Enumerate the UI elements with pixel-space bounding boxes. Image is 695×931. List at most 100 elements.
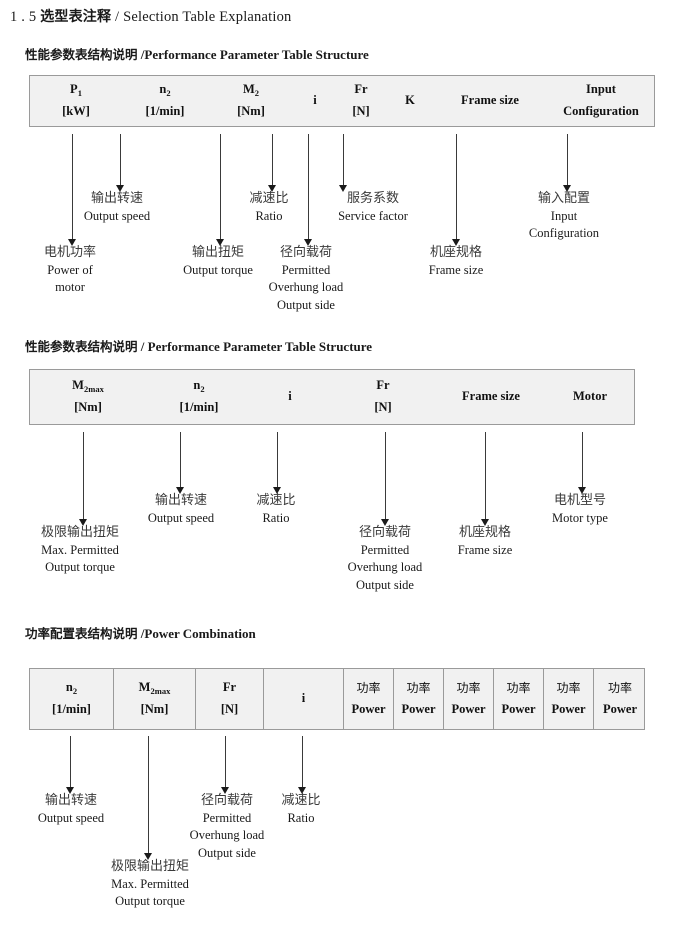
table2-col-m2max-unit: [Nm]	[74, 400, 102, 414]
annotation-output-speed-1-cn: 输出转速	[90, 191, 143, 206]
page-title-number: 1 . 5	[10, 9, 37, 25]
arrow-to-max-output-torque-3	[144, 736, 153, 860]
annotation-power-of-motor-1-cn: 电机功率	[43, 245, 96, 260]
table3-col-power-6-en: Power	[602, 701, 637, 716]
table1-col-p1-unit: [kW]	[62, 104, 90, 118]
annotation-motor-type-2: 电机型号 Motor type	[528, 492, 632, 527]
table3-col-power-1-en: Power	[351, 701, 386, 716]
table2-col-frame-size-symbol: Frame size	[462, 389, 520, 404]
table3-col-power-4-en: Power	[501, 701, 536, 716]
section-heading-3-sep: /	[140, 626, 145, 641]
arrow-to-frame-size-2	[481, 432, 490, 526]
table3-col-i: i	[264, 669, 344, 729]
table3-col-m2max-unit: [Nm]	[140, 702, 169, 716]
annotation-output-speed-3: 输出转速 Output speed	[16, 792, 126, 827]
table1-col-k: K	[386, 76, 434, 126]
table2-col-fr-symbol: Fr	[376, 378, 390, 393]
annotation-output-speed-2-en-0: Output speed	[147, 510, 215, 525]
table1-col-m2-unit: [Nm]	[237, 104, 265, 118]
annotation-motor-type-2-en-0: Motor type	[552, 510, 608, 525]
arrow-to-motor-type-2	[578, 432, 587, 494]
section-heading-2-sep: /	[140, 339, 145, 354]
arrow-to-power-of-motor-1	[68, 134, 77, 246]
table2-col-i: i	[252, 370, 328, 424]
performance-parameter-table-1: P1 [kW] n2 [1/min] M2 [Nm] i Fr [N] K Fr…	[29, 75, 655, 127]
table2-col-motor-symbol: Motor	[572, 389, 607, 404]
table1-col-fr-unit: [N]	[352, 104, 370, 118]
arrow-to-service-factor-1	[339, 134, 348, 192]
annotation-output-speed-1-en-0: Output speed	[83, 208, 151, 223]
table3-col-power-6-cn: 功率	[607, 680, 632, 695]
annotation-overhung-load-2-en-2: Output side	[356, 578, 414, 593]
annotation-ratio-3-cn: 减速比	[281, 793, 321, 808]
table3-col-power-2: 功率 Power	[394, 669, 444, 729]
annotation-overhung-load-3: 径向载荷 Permitted Overhung load Output side	[172, 792, 282, 863]
table3-col-i-symbol: i	[301, 691, 306, 706]
table3-col-power-4-cn: 功率	[506, 680, 531, 695]
table3-col-power-6: 功率 Power	[594, 669, 646, 729]
table1-col-frame-size-symbol: Frame size	[461, 93, 519, 108]
annotation-ratio-1-en-0: Ratio	[255, 208, 283, 223]
arrow-to-ratio-3	[298, 736, 307, 794]
annotation-ratio-1-cn: 减速比	[249, 191, 289, 206]
annotation-frame-size-2-en-0: Frame size	[457, 542, 513, 557]
annotation-overhung-load-1-en-1: Overhung load	[268, 280, 344, 295]
annotation-max-output-torque-3-cn: 极限输出扭矩	[110, 859, 189, 874]
annotation-frame-size-1-cn: 机座规格	[429, 245, 482, 260]
annotation-output-speed-2: 输出转速 Output speed	[126, 492, 236, 527]
section-heading-1-sep: /	[140, 47, 145, 62]
annotation-output-torque-1-en-0: Output torque	[183, 262, 253, 277]
annotation-output-torque-1-cn: 输出扭矩	[191, 245, 244, 260]
performance-parameter-table-2: M2max [Nm] n2 [1/min] i Fr [N] Frame siz…	[29, 369, 635, 425]
annotation-overhung-load-2-en-0: Permitted	[360, 542, 410, 557]
table3-col-power-3-en: Power	[451, 701, 486, 716]
annotation-frame-size-1: 机座规格 Frame size	[404, 244, 508, 279]
annotation-overhung-load-1-en-0: Permitted	[281, 262, 331, 277]
table1-col-n2: n2 [1/min]	[122, 76, 208, 126]
table3-col-fr-symbol: Fr	[222, 680, 237, 695]
table1-col-m2-symbol: M2	[242, 82, 260, 98]
annotation-overhung-load-3-en-0: Permitted	[202, 810, 252, 825]
table1-col-input-configuration-symbol: Input	[586, 82, 616, 97]
table1-col-i-symbol: i	[313, 93, 317, 108]
arrow-to-overhung-load-3	[221, 736, 230, 794]
table3-col-power-3: 功率 Power	[444, 669, 494, 729]
table3-col-fr: Fr [N]	[196, 669, 264, 729]
table3-col-fr-unit: [N]	[220, 702, 239, 716]
table3-col-power-1-cn: 功率	[356, 680, 381, 695]
annotation-overhung-load-2: 径向载荷 Permitted Overhung load Output side	[330, 524, 440, 595]
table2-col-motor: Motor	[544, 370, 636, 424]
section-heading-2-cn: 性能参数表结构说明	[25, 339, 138, 354]
table3-col-power-4: 功率 Power	[494, 669, 544, 729]
section-heading-1: 性能参数表结构说明 /Performance Parameter Table S…	[25, 44, 369, 63]
table2-col-i-symbol: i	[288, 389, 292, 404]
annotation-motor-type-2-cn: 电机型号	[553, 493, 606, 508]
annotation-ratio-2: 减速比 Ratio	[238, 492, 314, 527]
annotation-input-configuration-1-cn: 输入配置	[537, 191, 590, 206]
annotation-ratio-1: 减速比 Ratio	[228, 190, 310, 225]
table2-col-n2: n2 [1/min]	[146, 370, 252, 424]
annotation-max-output-torque-3-en-0: Max. Permitted	[111, 876, 189, 891]
table1-col-m2: M2 [Nm]	[208, 76, 294, 126]
table1-col-k-symbol: K	[405, 93, 415, 108]
section-heading-3-cn: 功率配置表结构说明	[25, 626, 138, 641]
annotation-ratio-3-en-0: Ratio	[287, 810, 315, 825]
table1-col-frame-size: Frame size	[434, 76, 546, 126]
annotation-power-of-motor-1: 电机功率 Power of motor	[18, 244, 122, 297]
arrow-to-input-configuration-1	[563, 134, 572, 192]
annotation-input-configuration-1-en-1: Configuration	[528, 226, 600, 241]
annotation-output-speed-3-cn: 输出转速	[44, 793, 97, 808]
annotation-frame-size-1-en-0: Frame size	[428, 262, 484, 277]
annotation-ratio-3: 减速比 Ratio	[266, 792, 336, 827]
page-title-cn: 选型表注释	[40, 9, 112, 25]
table3-col-n2-symbol: n2	[65, 680, 78, 696]
section-heading-1-cn: 性能参数表结构说明	[25, 47, 138, 62]
table3-col-n2-unit: [1/min]	[52, 702, 91, 716]
table2-col-m2max: M2max [Nm]	[30, 370, 146, 424]
table3-col-power-5: 功率 Power	[544, 669, 594, 729]
power-combination-table: n2 [1/min] M2max [Nm] Fr [N] i 功率 Power …	[29, 668, 645, 730]
table3-col-power-2-cn: 功率	[406, 680, 431, 695]
table3-col-power-1: 功率 Power	[344, 669, 394, 729]
annotation-max-output-torque-3: 极限输出扭矩 Max. Permitted Output torque	[90, 858, 210, 911]
section-heading-3: 功率配置表结构说明 /Power Combination	[25, 623, 256, 642]
